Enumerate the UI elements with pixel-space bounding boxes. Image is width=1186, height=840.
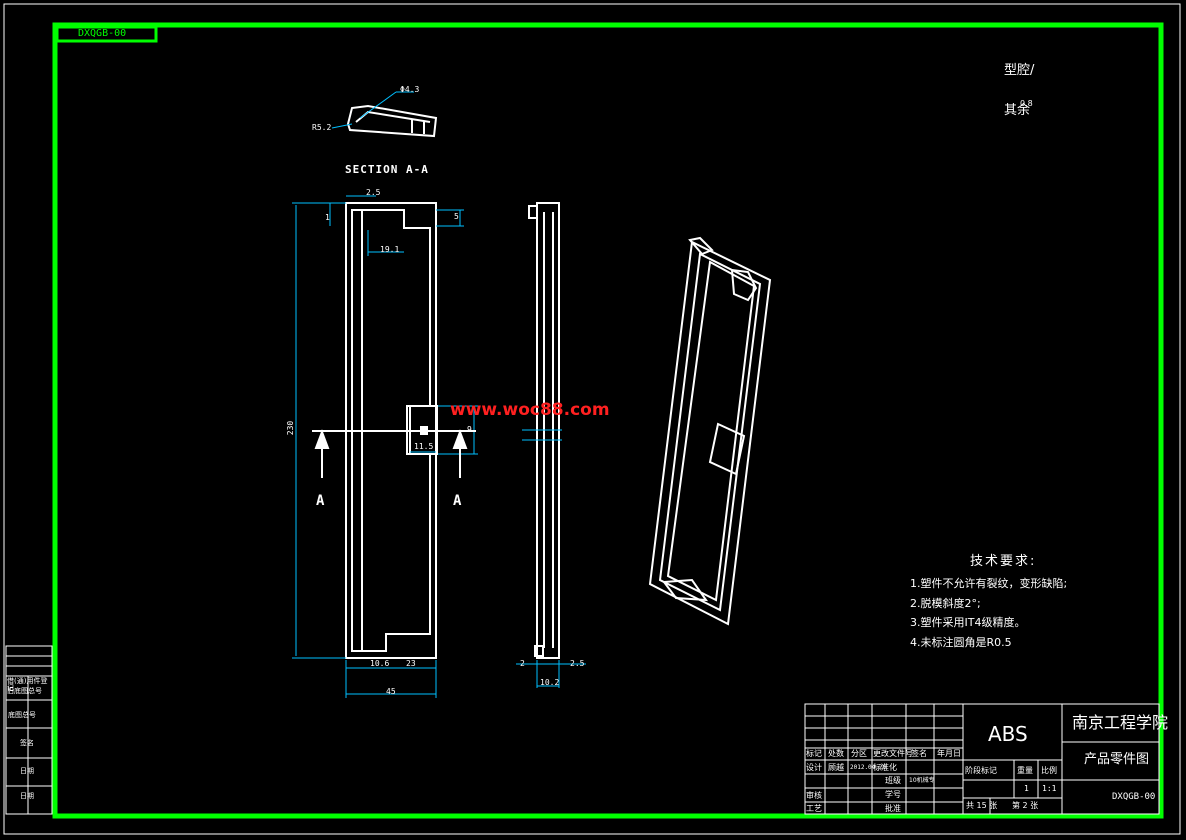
tech-req-item: 1.塑件不允许有裂纹，变形缺陷; xyxy=(910,577,1068,590)
inner-border xyxy=(52,22,1164,819)
iso-view xyxy=(648,236,772,626)
dim-19-1: 19.1 xyxy=(380,245,400,254)
header-mark: 标记 xyxy=(806,749,822,758)
dim-5: 5 xyxy=(454,212,459,221)
section-mark-left: A xyxy=(316,493,325,509)
header-sign: 签名 xyxy=(911,749,927,758)
side-dims xyxy=(516,429,586,688)
other-label: 其余 xyxy=(1004,103,1031,118)
class-label: 班级 xyxy=(885,776,901,785)
left-strip-label: 旧底图总号 xyxy=(7,687,42,695)
drawing-code: DXQGB-00 xyxy=(1112,792,1156,802)
class-value: 10机械专 xyxy=(909,777,935,784)
dim-side-2-5: 2.5 xyxy=(570,659,585,668)
header-zone: 分区 xyxy=(851,749,867,758)
std-label: 标准化 xyxy=(873,763,897,772)
stage-label: 阶段标记 xyxy=(965,766,997,775)
code-tab-box xyxy=(55,25,158,43)
tech-req-title: 技术要求: xyxy=(970,554,1037,569)
tech-req-item: 3.塑件采用IT4级精度。 xyxy=(910,616,1026,629)
weight-label: 重量 xyxy=(1017,766,1033,775)
dim-1: 1 xyxy=(325,213,330,222)
dim-9: 9 xyxy=(467,425,472,434)
left-strip-label: 底图总号 xyxy=(8,711,36,719)
dim-11-5: 11.5 xyxy=(414,442,434,451)
tech-req-item: 2.脱模斜度2°; xyxy=(910,597,981,610)
dim-45: 45 xyxy=(386,687,396,696)
outer-frame xyxy=(3,3,1181,835)
watermark: www.woc88.com xyxy=(450,400,610,420)
weight-value: 1 xyxy=(1024,784,1029,793)
drawing-name: 产品零件图 xyxy=(1084,752,1150,767)
tech-req-item: 4.未标注圆角是R0.5 xyxy=(910,636,1012,649)
design-label: 设计 xyxy=(806,763,822,772)
dim-2-5: 2.5 xyxy=(366,188,381,197)
left-strip-label: 借(通)用件登记 xyxy=(7,677,48,692)
approve-label: 批准 xyxy=(885,804,901,813)
dim-23: 23 xyxy=(406,659,416,668)
id-label: 学号 xyxy=(885,790,901,799)
left-strip-label: 签名 xyxy=(20,739,34,747)
dim-side-10-2: 10.2 xyxy=(540,678,560,687)
roughness-value: 0.8 xyxy=(1020,99,1033,108)
dim-phi: Φ4.3 xyxy=(400,85,420,94)
header-change-doc: 更改文件号 xyxy=(873,749,913,758)
section-mark-right: A xyxy=(453,493,462,509)
designer: 顾越 xyxy=(828,763,844,772)
sheet-no: 第 2 张 xyxy=(1012,801,1039,810)
dim-r: R5.2 xyxy=(312,123,332,132)
left-strip-label: 日期 xyxy=(20,767,34,775)
left-strip xyxy=(5,645,53,815)
section-title: SECTION A-A xyxy=(345,163,429,176)
sheets-total: 共 15 张 xyxy=(966,801,998,810)
process-label: 工艺 xyxy=(806,804,822,813)
dim-side-2: 2 xyxy=(520,659,525,668)
dim-10-6: 10.6 xyxy=(370,659,390,668)
code-tab-text: DXQGB-00 xyxy=(78,28,127,39)
material: ABS xyxy=(988,722,1028,746)
type-label: 型腔/ xyxy=(1004,63,1035,78)
scale-value: 1:1 xyxy=(1042,784,1057,793)
design-date: 2012.04.20 xyxy=(850,764,887,771)
review-label: 审核 xyxy=(806,791,822,800)
header-date: 年月日 xyxy=(937,749,961,758)
left-strip-label: 日期 xyxy=(20,792,34,800)
header-count: 处数 xyxy=(828,749,844,758)
scale-label: 比例 xyxy=(1041,766,1057,775)
section-line xyxy=(312,426,476,478)
school-name: 南京工程学院 xyxy=(1072,713,1169,732)
